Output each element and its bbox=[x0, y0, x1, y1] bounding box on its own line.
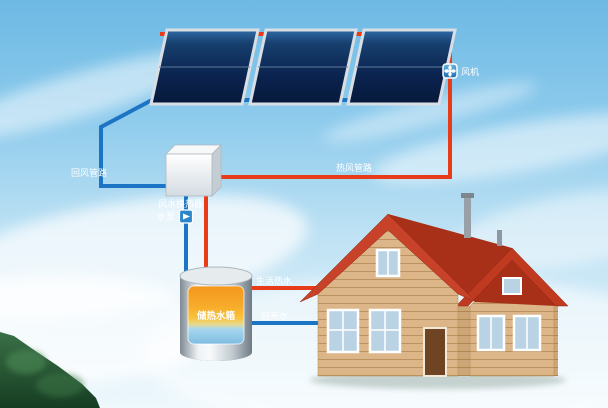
cloud bbox=[0, 275, 210, 385]
water-pump-label: 水泵 bbox=[157, 211, 175, 222]
hot-air-pipe-label: 热风管路 bbox=[336, 162, 372, 173]
cloud bbox=[372, 112, 608, 184]
house bbox=[299, 193, 569, 389]
domestic-hot-water-label: 生活热水 bbox=[256, 275, 292, 286]
solar-collector-array bbox=[149, 28, 457, 106]
house-attic-window bbox=[502, 277, 522, 295]
house-door bbox=[423, 327, 447, 377]
storage-tank bbox=[179, 266, 253, 361]
heat-exchanger-label: 风水换热器 bbox=[158, 198, 203, 209]
chimney-pipe bbox=[464, 196, 471, 238]
return-air-pipe-label: 回风管路 bbox=[71, 167, 107, 178]
tap-water-label: 自来水 bbox=[261, 310, 288, 321]
vent-pipe bbox=[497, 230, 502, 246]
labels: 风机 热风管路 回风管路 风水换热器 水泵 储热水箱 生活热水 自来水 bbox=[71, 66, 479, 322]
pump-icon bbox=[178, 209, 194, 224]
cloud bbox=[323, 82, 537, 142]
house-main-roof bbox=[299, 213, 477, 303]
heat-exchanger-box bbox=[165, 144, 222, 197]
return-air-pipe bbox=[99, 98, 440, 188]
fan-icon bbox=[442, 63, 458, 79]
cloud bbox=[0, 50, 215, 140]
chimney-cap bbox=[461, 193, 474, 198]
house-windows bbox=[326, 248, 542, 354]
tank-water-window bbox=[187, 285, 245, 345]
mountain bbox=[0, 332, 100, 408]
fan-label: 风机 bbox=[461, 66, 479, 77]
storage-tank-label: 储热水箱 bbox=[197, 310, 236, 322]
house-right-gable-roof bbox=[455, 247, 569, 307]
